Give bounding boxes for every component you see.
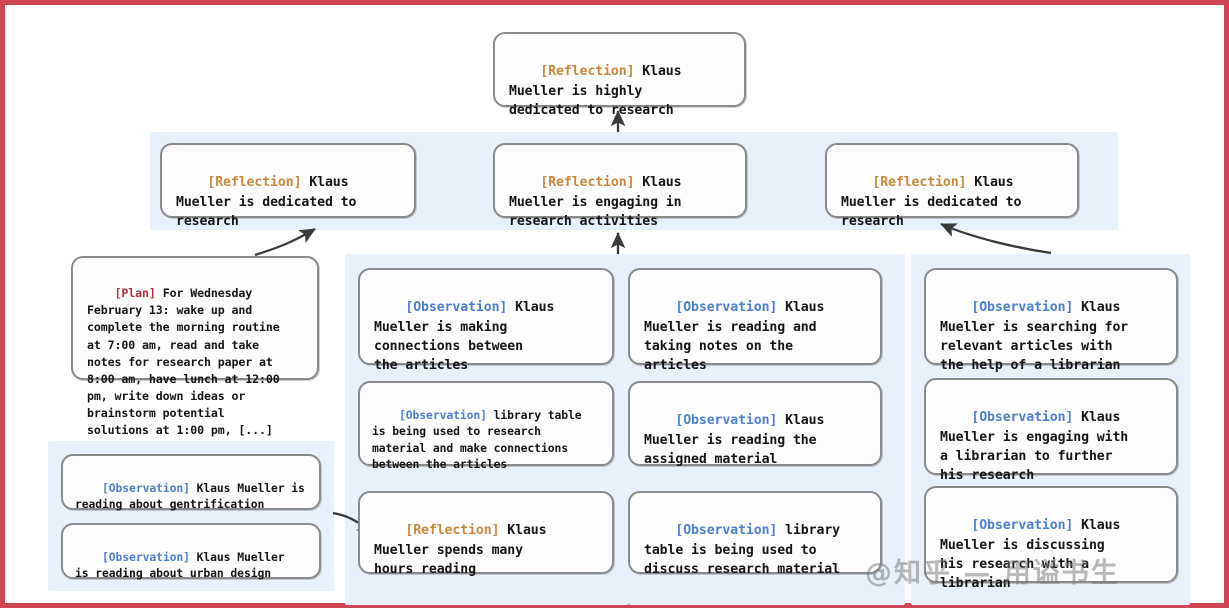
node-reflection-left[interactable]: [Reflection] Klaus Mueller is dedicated … — [160, 143, 416, 229]
tag-observation: [Observation] — [675, 413, 778, 429]
tag-reflection: [Reflection] — [405, 523, 500, 539]
node-text: Klaus Mueller is making connections betw… — [374, 300, 555, 374]
tag-observation: [Observation] — [405, 300, 508, 316]
node-text: Klaus Mueller is engaging in research ac… — [509, 175, 682, 229]
tag-reflection: [Reflection] — [540, 175, 635, 191]
node-text: Klaus Mueller is reading and taking note… — [644, 300, 825, 374]
node-col3-obs-searching[interactable]: [Observation] Klaus Mueller is searching… — [924, 268, 1178, 373]
node-text: Klaus Mueller is dedicated to research — [841, 175, 1022, 229]
node-text: Klaus Mueller is discussing his research… — [940, 518, 1121, 592]
node-reflection-mid[interactable]: [Reflection] Klaus Mueller is engaging i… — [493, 143, 747, 229]
tag-observation: [Observation] — [971, 518, 1074, 534]
node-text: Klaus Mueller spends many hours reading — [374, 523, 547, 577]
node-text: Klaus Mueller is reading about urban des… — [75, 550, 285, 581]
tag-observation: [Observation] — [971, 300, 1074, 316]
tag-observation: [Observation] — [675, 300, 778, 316]
tag-reflection: [Reflection] — [872, 175, 967, 191]
node-text: Klaus Mueller is searching for relevant … — [940, 300, 1129, 374]
tag-observation: [Observation] — [675, 523, 778, 539]
tag-observation: [Observation] — [971, 410, 1074, 426]
node-text: Klaus Mueller is dedicated to research — [176, 175, 357, 229]
tag-reflection: [Reflection] — [540, 64, 635, 80]
node-col2-obs-discuss[interactable]: [Observation] library table is being use… — [628, 491, 882, 577]
node-col2-obs-notes[interactable]: [Observation] Klaus Mueller is reading a… — [628, 268, 882, 373]
node-obs-gentrification[interactable]: [Observation] Klaus Mueller is reading a… — [61, 454, 321, 512]
tag-reflection: [Reflection] — [207, 175, 302, 191]
node-root-reflection[interactable]: [Reflection] Klaus Mueller is highly ded… — [493, 32, 746, 118]
node-plan[interactable]: [Plan] For Wednesday February 13: wake u… — [71, 256, 319, 437]
tag-observation: [Observation] — [102, 550, 190, 565]
node-text: Klaus Mueller is engaging with a librari… — [940, 410, 1129, 484]
node-text: library table is being used to discuss r… — [644, 523, 840, 577]
tag-plan: [Plan] — [114, 286, 156, 301]
node-col1-obs-library-table[interactable]: [Observation] library table is being use… — [358, 381, 614, 471]
node-text: Klaus Mueller is reading about gentrific… — [75, 481, 305, 512]
node-col3-obs-discussing[interactable]: [Observation] Klaus Mueller is discussin… — [924, 486, 1178, 591]
node-obs-urban-design[interactable]: [Observation] Klaus Mueller is reading a… — [61, 523, 321, 581]
node-text: For Wednesday February 13: wake up and c… — [87, 286, 280, 438]
node-col1-reflection-hours[interactable]: [Reflection] Klaus Mueller spends many h… — [358, 491, 614, 577]
node-reflection-right[interactable]: [Reflection] Klaus Mueller is dedicated … — [825, 143, 1079, 229]
node-text: Klaus Mueller is reading the assigned ma… — [644, 413, 825, 467]
node-col2-obs-assigned[interactable]: [Observation] Klaus Mueller is reading t… — [628, 381, 882, 467]
tag-observation: [Observation] — [102, 481, 190, 496]
arrow-plan-to-leftreflection — [254, 228, 316, 257]
node-col1-obs-connections[interactable]: [Observation] Klaus Mueller is making co… — [358, 268, 614, 373]
node-col3-obs-engaging[interactable]: [Observation] Klaus Mueller is engaging … — [924, 378, 1178, 483]
node-text: Klaus Mueller is highly dedicated to res… — [509, 64, 682, 118]
node-text: library table is being used to research … — [372, 408, 582, 471]
watermark: @知乎 — 用谥书生 — [865, 558, 1120, 589]
tag-observation: [Observation] — [399, 408, 487, 423]
